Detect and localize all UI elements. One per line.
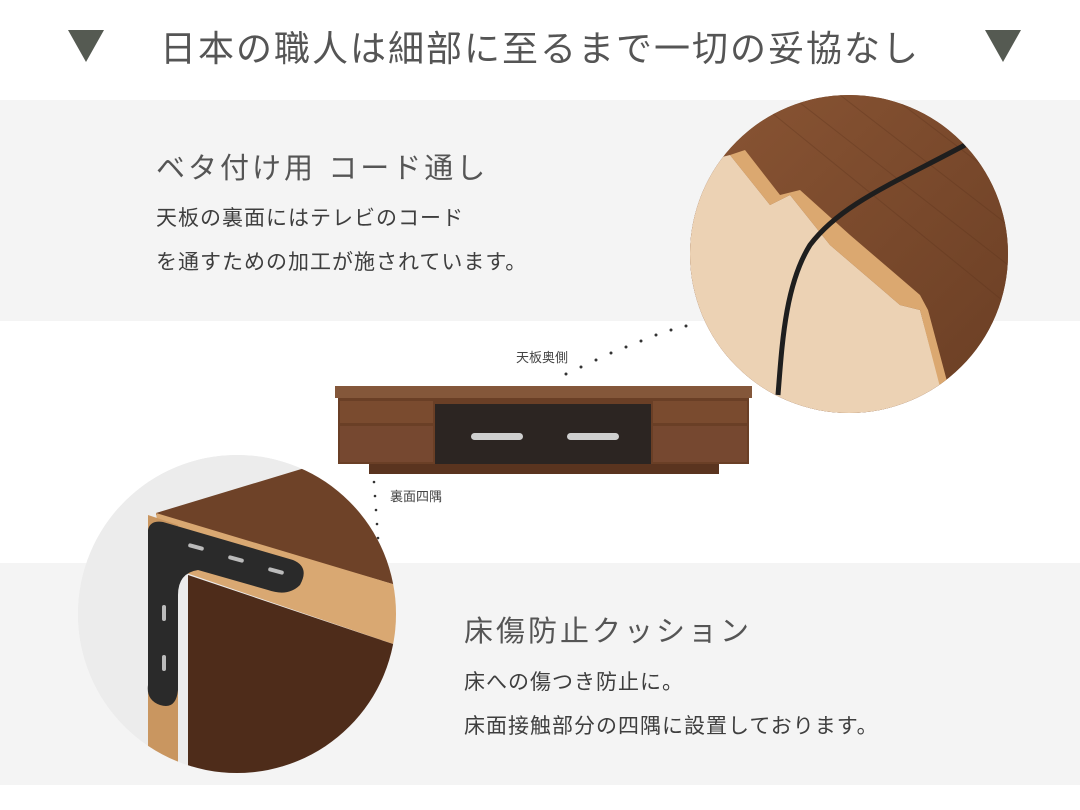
body-line: 天板の裏面にはテレビのコード bbox=[156, 206, 464, 230]
callout-dotted-line bbox=[372, 480, 380, 540]
triangle-down-icon bbox=[68, 30, 104, 62]
triangle-down-icon bbox=[985, 30, 1021, 62]
section-title-cushion: 床傷防止クッション bbox=[464, 614, 753, 648]
corner-cushion-closeup-photo bbox=[78, 455, 396, 773]
tv-stand-photo bbox=[335, 386, 752, 476]
section-body-cushion: 床への傷つき防止に。 床面接触部分の四隅に設置しております。 bbox=[464, 660, 879, 748]
callout-dotted-line bbox=[564, 324, 688, 376]
body-line: を通すための加工が施されています。 bbox=[156, 250, 528, 274]
body-line: 床面接触部分の四隅に設置しております。 bbox=[464, 714, 879, 738]
section-body-cord: 天板の裏面にはテレビのコード を通すための加工が施されています。 bbox=[156, 196, 527, 284]
body-line: 床への傷つき防止に。 bbox=[464, 670, 684, 694]
cord-notch-closeup-photo bbox=[690, 95, 1008, 413]
header: 日本の職人は細部に至るまで一切の妥協なし bbox=[0, 0, 1080, 100]
section-title-cord: ベタ付け用 コード通し bbox=[156, 151, 489, 185]
callout-label-top: 天板奥側 bbox=[516, 351, 569, 366]
callout-label-bottom: 裏面四隅 bbox=[390, 490, 443, 505]
page-title: 日本の職人は細部に至るまで一切の妥協なし bbox=[159, 29, 920, 70]
